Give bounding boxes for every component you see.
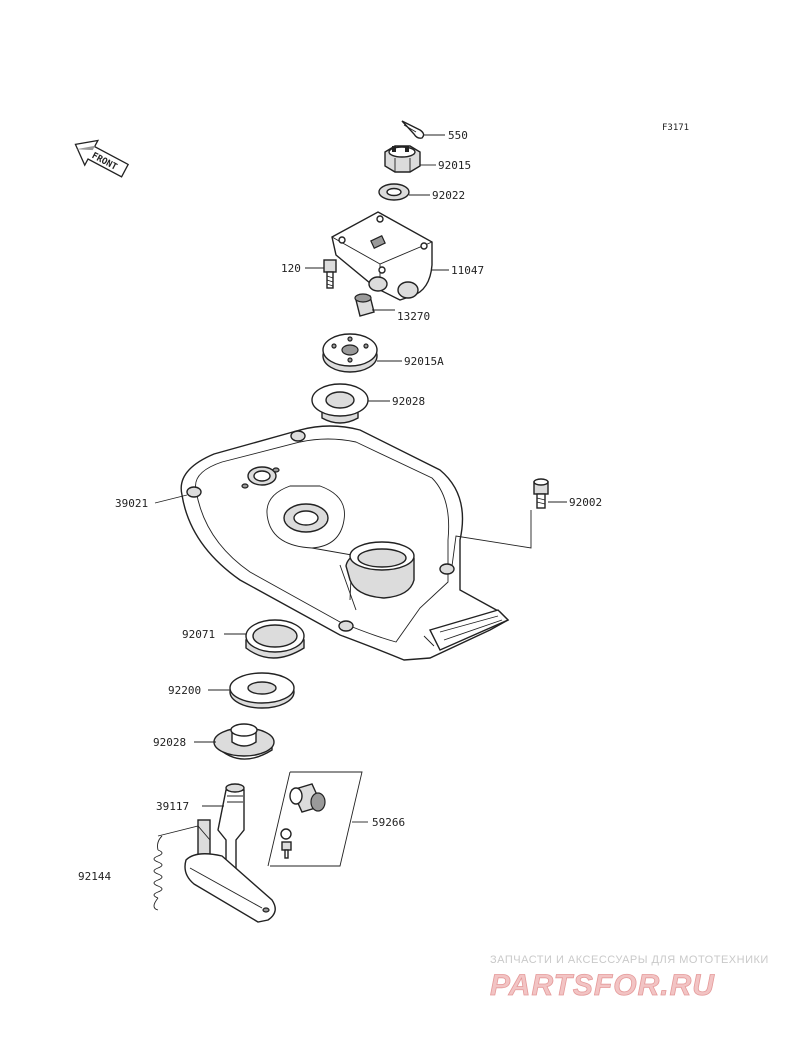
label-92071: 92071: [182, 628, 215, 641]
seal-92071: [224, 619, 305, 659]
label-92028-upper: 92028: [392, 395, 425, 408]
washer-92200: [208, 672, 295, 709]
shaft-lever-39117: [157, 783, 276, 923]
watermark-tagline: ЗАПЧАСТИ И АКСЕССУАРЫ ДЛЯ МОТОТЕХНИКИ: [490, 954, 769, 966]
label-92144: 92144: [78, 870, 111, 883]
label-92015A: 92015A: [404, 355, 444, 368]
washer-92022: [378, 183, 430, 201]
label-92015: 92015: [438, 159, 471, 172]
label-39117: 39117: [156, 800, 189, 813]
label-92200: 92200: [168, 684, 201, 697]
castle-nut-92015: [384, 145, 436, 173]
spring-92144: [153, 835, 163, 911]
front-arrow-icon: FRONT: [74, 139, 130, 178]
label-120: 120: [281, 262, 301, 275]
bracket-11047: [331, 211, 449, 301]
plate-39021: [154, 425, 510, 661]
bolt-120: [305, 259, 337, 289]
nut-92015A: [322, 333, 402, 373]
label-92028-lower: 92028: [153, 736, 186, 749]
label-92022: 92022: [432, 189, 465, 202]
bolt-92002: [451, 478, 567, 567]
fitting-13270: [354, 293, 395, 317]
cotter-pin-550: [401, 120, 445, 139]
label-92002: 92002: [569, 496, 602, 509]
label-39021: 39021: [115, 497, 148, 510]
bushing-92028-upper: [311, 383, 390, 424]
label-11047: 11047: [451, 264, 484, 277]
bushing-92028-lower: [194, 723, 275, 760]
figure-code: F3171: [662, 123, 689, 133]
kit-59266: [267, 771, 368, 867]
label-59266: 59266: [372, 816, 405, 829]
label-550: 550: [448, 129, 468, 142]
label-13270: 13270: [397, 310, 430, 323]
watermark-brand: PARTSFOR.RU: [490, 969, 715, 1002]
